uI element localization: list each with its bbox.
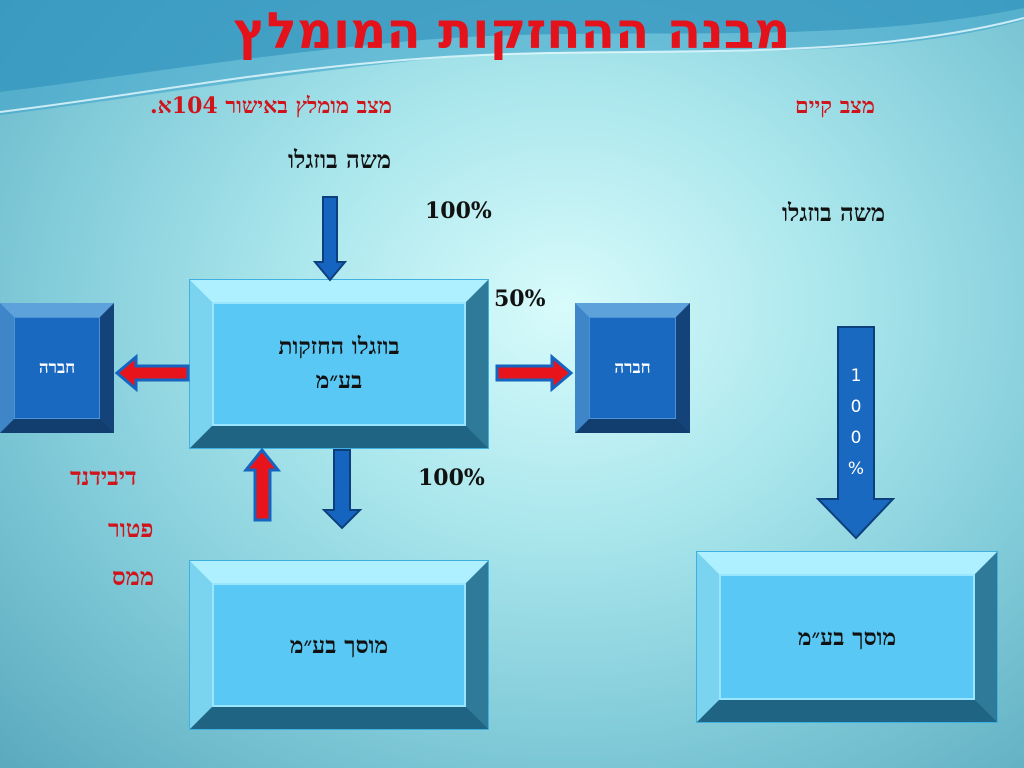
holding-company-name: בוזגלו החזקות bbox=[278, 333, 400, 360]
percent-bottom-label: 100% bbox=[418, 465, 485, 491]
page-title: מבנה ההחזקות המומלץ bbox=[233, 2, 791, 60]
arrow-holding-to-company-left bbox=[114, 353, 190, 393]
garage-box-left: מוסך בע״מ bbox=[189, 560, 489, 730]
owner-label-right: משה בוזגלו bbox=[782, 198, 886, 227]
dividend-label: דיבידנד bbox=[70, 462, 137, 491]
garage-label-left: מוסך בע״מ bbox=[212, 583, 466, 707]
company-box-right: חברה bbox=[575, 303, 690, 433]
owner-label-left: משה בוזגלו bbox=[288, 145, 392, 174]
percent-mid-label: 50% bbox=[494, 286, 546, 312]
company-label-left: חברה bbox=[14, 317, 100, 419]
arrow-dividend-up bbox=[242, 447, 282, 522]
arrow-percent-vertical-label: 1 0 0 % bbox=[847, 366, 865, 479]
holding-company-suffix: בע״מ bbox=[315, 367, 363, 394]
arrow-owner-to-holding bbox=[312, 196, 348, 282]
header-existing: מצב קיים bbox=[795, 93, 875, 119]
holding-company-box: בוזגלו החזקות בע״מ bbox=[189, 279, 489, 449]
garage-label-right: מוסך בע״מ bbox=[719, 574, 975, 700]
background-wave bbox=[0, 0, 1024, 115]
company-label-right: חברה bbox=[589, 317, 676, 419]
header-recommended: מצב מומלץ באישור 104א. bbox=[150, 93, 392, 119]
garage-box-right: מוסך בע״מ bbox=[696, 551, 998, 723]
company-box-left: חברה bbox=[0, 303, 114, 433]
tax-exempt-label-line2: ממס bbox=[112, 562, 155, 591]
tax-exempt-label-line1: פטור bbox=[108, 514, 154, 543]
arrow-holding-to-company-right bbox=[495, 353, 574, 393]
percent-top-label: 100% bbox=[425, 198, 492, 224]
arrow-owner-to-garage-right bbox=[815, 326, 896, 540]
arrow-holding-to-garage bbox=[321, 449, 363, 530]
